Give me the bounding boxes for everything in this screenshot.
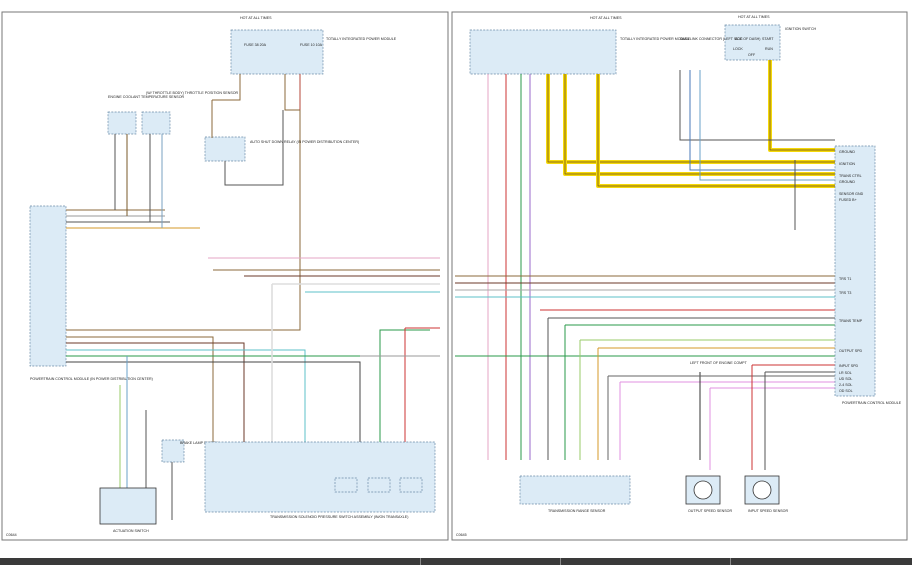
splice-label: LEFT FRONT OF ENGINE COMPT [690, 361, 748, 365]
left-pcm-box [29, 205, 67, 367]
right-pcm-box [834, 145, 876, 397]
brake-switch-label: BRAKE LAMP SWITCH [180, 441, 218, 445]
pin-label-13: 2-4 SOL [839, 383, 852, 387]
pin-label-11: LR SOL [839, 371, 852, 375]
footer-divider-1 [420, 558, 421, 565]
actuation-switch-box [99, 487, 157, 525]
left-fuse-box [230, 29, 324, 75]
left-fuse-name: TOTALLY INTEGRATED POWER MODULE [326, 37, 397, 41]
output-sensor-label: OUTPUT SPEED SENSOR [688, 509, 732, 513]
right-panel-frame [451, 11, 908, 541]
pin-label-9: OUTPUT SPD [839, 349, 863, 353]
left-panel: HOT AT ALL TIMES TOTALLY INTEGRATED POWE… [6, 16, 440, 537]
ignition-header: HOT AT ALL TIMES [738, 15, 770, 19]
pin-label-8: TRANS TEMP [839, 319, 863, 323]
pin-label-1: IGNITION [839, 162, 855, 166]
ignition-start: START [762, 37, 774, 41]
footer-divider-3 [730, 558, 731, 565]
output-sensor-coil [693, 480, 713, 500]
pin-label-12: UD SOL [839, 377, 852, 381]
right-fuse-box [469, 29, 617, 75]
sol-switch-3 [399, 477, 423, 493]
asd-relay-label: AUTO SHUT DOWN RELAY (IN POWER DISTRIBUT… [250, 140, 359, 144]
left-wires [66, 74, 440, 520]
asd-relay-box [204, 136, 246, 162]
fuse-b-label: FUSE 10 10A [300, 43, 323, 47]
ignition-off: OFF [748, 53, 756, 57]
pin-label-5: FUSED B+ [839, 198, 857, 202]
pin-label-4: SENSOR GND [839, 192, 864, 196]
highlighted-circuits [546, 60, 835, 188]
pcm-pin-labels: GROUND IGNITION TRANS CTRL GROUND SENSOR… [839, 150, 864, 393]
pin-label-6: TRS T1 [839, 277, 851, 281]
right-panel: HOT AT ALL TIMES TOTALLY INTEGRATED POWE… [455, 15, 902, 537]
ignition-acc: ACC [735, 37, 743, 41]
ignition-lock: LOCK [733, 47, 743, 51]
input-sensor-label: INPUT SPEED SENSOR [748, 509, 788, 513]
sol-switch-2 [367, 477, 391, 493]
left-pcm-label: POWERTRAIN CONTROL MODULE (IN POWER DIST… [30, 377, 153, 381]
right-wires [455, 70, 835, 470]
left-fuse-header: HOT AT ALL TIMES [240, 16, 272, 20]
dlc-label: DATA LINK CONNECTOR (LEFT SIDE OF DASH) [680, 37, 760, 41]
right-fuse-header: HOT AT ALL TIMES [590, 16, 622, 20]
ect-sensor-label: ENGINE COOLANT TEMPERATURE SENSOR [108, 95, 184, 99]
left-code: C0644 [6, 533, 17, 537]
pin-label-0: GROUND [839, 150, 855, 154]
sol-switch-1 [334, 477, 358, 493]
pin-label-7: TRS T3 [839, 291, 851, 295]
right-pcm-label: POWERTRAIN CONTROL MODULE [842, 401, 902, 405]
right-fuse-name: TOTALLY INTEGRATED POWER MODULE [620, 37, 691, 41]
tps-sensor-label: (W/ THROTTLE BODY) THROTTLE POSITION SEN… [146, 91, 239, 95]
footer-bar [0, 558, 912, 565]
solenoid-assembly-label: TRANSMISSION SOLENOID PRESSURE SWITCH AS… [270, 515, 408, 519]
brake-switch-box [161, 439, 185, 463]
pin-label-10: INPUT SPD [839, 364, 859, 368]
tps-sensor-box [141, 111, 171, 135]
pin-label-2: TRANS CTRL [839, 174, 862, 178]
ect-sensor-box [107, 111, 137, 135]
left-panel-frame [1, 11, 449, 541]
fuse-a-label: FUSE 38 20A [244, 43, 267, 47]
solenoid-assembly-box [204, 441, 436, 513]
pin-label-14: OD SOL [839, 389, 853, 393]
pin-label-3: GROUND [839, 180, 855, 184]
actuation-switch-label: ACTUATION SWITCH [113, 529, 149, 533]
ignition-name: IGNITION SWITCH [785, 27, 817, 31]
footer-divider-2 [560, 558, 561, 565]
right-code: C0645 [456, 533, 467, 537]
range-sensor-label: TRANSMISSION RANGE SENSOR [548, 509, 606, 513]
ignition-switch-box [724, 24, 781, 61]
range-sensor-box [519, 475, 631, 505]
ignition-run: RUN [765, 47, 773, 51]
input-sensor-coil [752, 480, 772, 500]
